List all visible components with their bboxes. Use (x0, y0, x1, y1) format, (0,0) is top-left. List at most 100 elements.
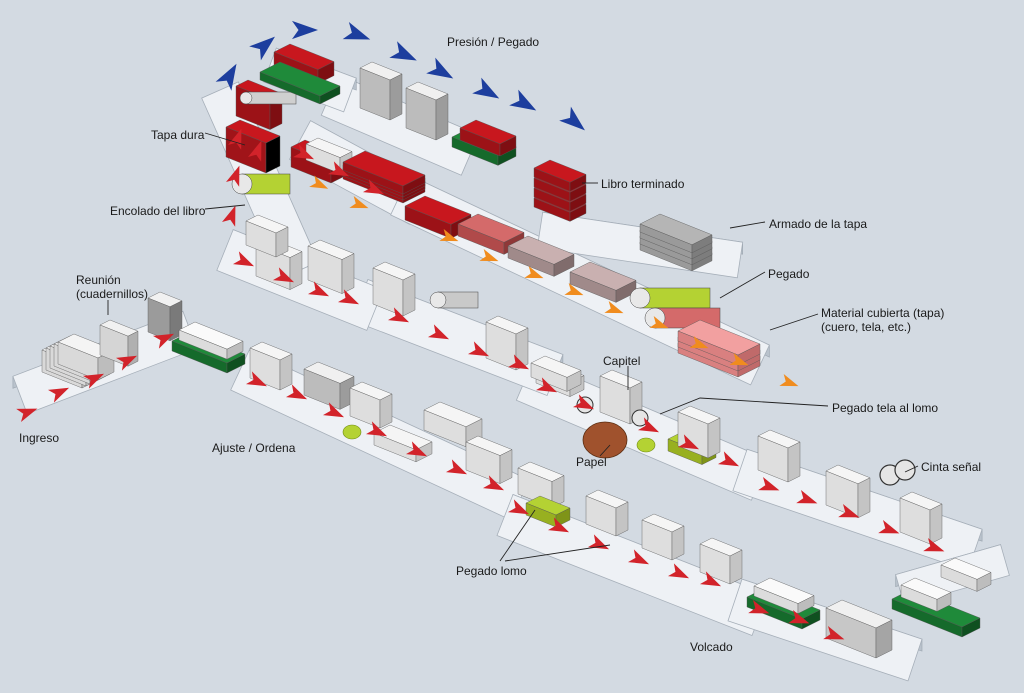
block-ajuste-5 (465, 435, 513, 484)
flow-arrows (16, 20, 945, 640)
arrow-blue-1-shape (249, 36, 275, 61)
green-belt-volcado-side (801, 609, 821, 630)
arrow-red-44-shape (327, 161, 350, 177)
roller-encolado-end (429, 291, 447, 309)
leader-line-10 (499, 509, 536, 562)
label-pegado-tela-al-lomo: Pegado tela al lomo (832, 401, 939, 415)
label-pegado: Pegado (768, 267, 810, 281)
libro-terminado-stack-0-side (569, 204, 587, 222)
libro-terminado-stack-1-side (569, 194, 587, 212)
arrow-orange-7 (649, 316, 669, 329)
block-lomo-2 (585, 489, 629, 537)
block-cinta-1 (757, 429, 801, 483)
arrow-orange-8-shape (689, 336, 709, 349)
arrow-red-17-shape (699, 571, 722, 587)
arrow-red-37-shape (307, 281, 330, 297)
label-ajuste-ordena: Ajuste / Ordena (212, 441, 296, 455)
block-tapa-dura-side (275, 226, 289, 258)
block-lomo-3-side (671, 525, 685, 561)
block-encolado-1-side (289, 251, 303, 290)
leader-line-7 (659, 397, 829, 415)
arrow-red-2 (82, 373, 105, 389)
arrow-red-32 (427, 324, 450, 340)
block-volcado-1-side (797, 595, 815, 614)
arrow-red-33-shape (467, 341, 490, 357)
arrow-red-9-shape (405, 441, 428, 457)
arrow-red-23 (637, 417, 660, 433)
arrow-red-11 (482, 475, 505, 491)
arrow-red-35-shape (232, 251, 255, 267)
arrow-blue-3-shape (342, 22, 371, 40)
arrow-red-21 (535, 377, 558, 393)
roller-tapa-1-end (239, 91, 253, 105)
tapa-dura-book-2-side (265, 135, 281, 174)
spool-capitel-2 (631, 409, 649, 427)
machine-volcado (825, 599, 893, 659)
arrow-red-43 (292, 144, 315, 160)
glue-pot-ajuste (342, 424, 362, 440)
cover-frame-3 (569, 261, 637, 303)
arrow-red-1-shape (47, 387, 70, 403)
arrow-blue-6 (472, 77, 500, 99)
libro-terminado-stack-3 (533, 159, 587, 192)
label-capitel: Capitel (603, 354, 641, 368)
arrow-blue-7-shape (509, 89, 537, 111)
block-ajuste-2 (349, 381, 393, 429)
cover-frame-2 (507, 235, 575, 277)
arrow-orange-8 (689, 336, 709, 349)
leader-lines (107, 132, 919, 562)
arrow-red-11-shape (482, 475, 505, 491)
arrow-blue-5 (426, 57, 454, 79)
arrow-red-21-shape (535, 377, 558, 393)
arrow-red-16 (667, 563, 690, 579)
block-cinta-2 (825, 464, 871, 519)
arrow-orange-7-shape (649, 316, 669, 329)
arrow-orange-3 (479, 249, 499, 262)
arrow-red-8 (365, 421, 388, 437)
arrow-red-20-shape (823, 626, 845, 640)
block-lomo-2-side (615, 501, 629, 537)
cover-frame-2-side (553, 254, 575, 277)
block-encolado-5-side (566, 370, 582, 392)
arrow-red-40 (226, 165, 240, 187)
block-exit-1 (900, 577, 952, 612)
arrow-orange-6-shape (604, 301, 624, 314)
arrow-red-19 (788, 610, 810, 624)
arrow-red-39 (222, 205, 236, 227)
arrow-red-10 (445, 459, 468, 475)
arrow-red-38-shape (337, 289, 360, 305)
arrow-red-15-shape (627, 549, 650, 565)
label-libro-terminado: Libro terminado (601, 177, 685, 191)
arrow-orange-3-shape (479, 249, 499, 262)
block-volcado-1 (753, 577, 815, 614)
label-material-cubierta: Material cubierta (tapa) (821, 306, 945, 320)
arrow-red-13 (547, 517, 570, 533)
label-tapa-dura: Tapa dura (151, 128, 205, 142)
arrow-red-19-shape (788, 610, 810, 624)
arrow-orange-5 (564, 283, 584, 296)
press-machine-1-side (389, 73, 403, 121)
label-reunion: Reunión (76, 273, 121, 287)
block-encolado-3 (372, 261, 416, 317)
arrow-blue-7 (509, 89, 537, 111)
press-machine-1 (359, 61, 403, 121)
spool-cinta-2 (894, 459, 916, 481)
arrow-orange-10-shape (779, 374, 799, 387)
block-lomo-4-side (729, 549, 743, 585)
arrow-red-25 (717, 451, 740, 467)
arrow-blue-2 (292, 20, 318, 40)
arrow-red-12 (507, 499, 530, 515)
arrow-red-27 (796, 490, 818, 504)
block-ajuste-3 (373, 424, 433, 463)
arrow-red-6 (285, 384, 308, 400)
leader-line-9 (904, 465, 919, 473)
leader-line-4 (719, 271, 766, 299)
label-material-cubierta-detalle: (cuero, tela, etc.) (821, 320, 912, 334)
arrow-red-42 (248, 140, 262, 162)
roller-pegado-1 (629, 287, 711, 309)
block-exit-1-side (936, 592, 952, 612)
arrow-red-1 (47, 387, 70, 403)
arrow-red-5 (245, 371, 268, 387)
leader-line-5 (769, 313, 819, 331)
arrow-blue-1 (249, 36, 275, 61)
